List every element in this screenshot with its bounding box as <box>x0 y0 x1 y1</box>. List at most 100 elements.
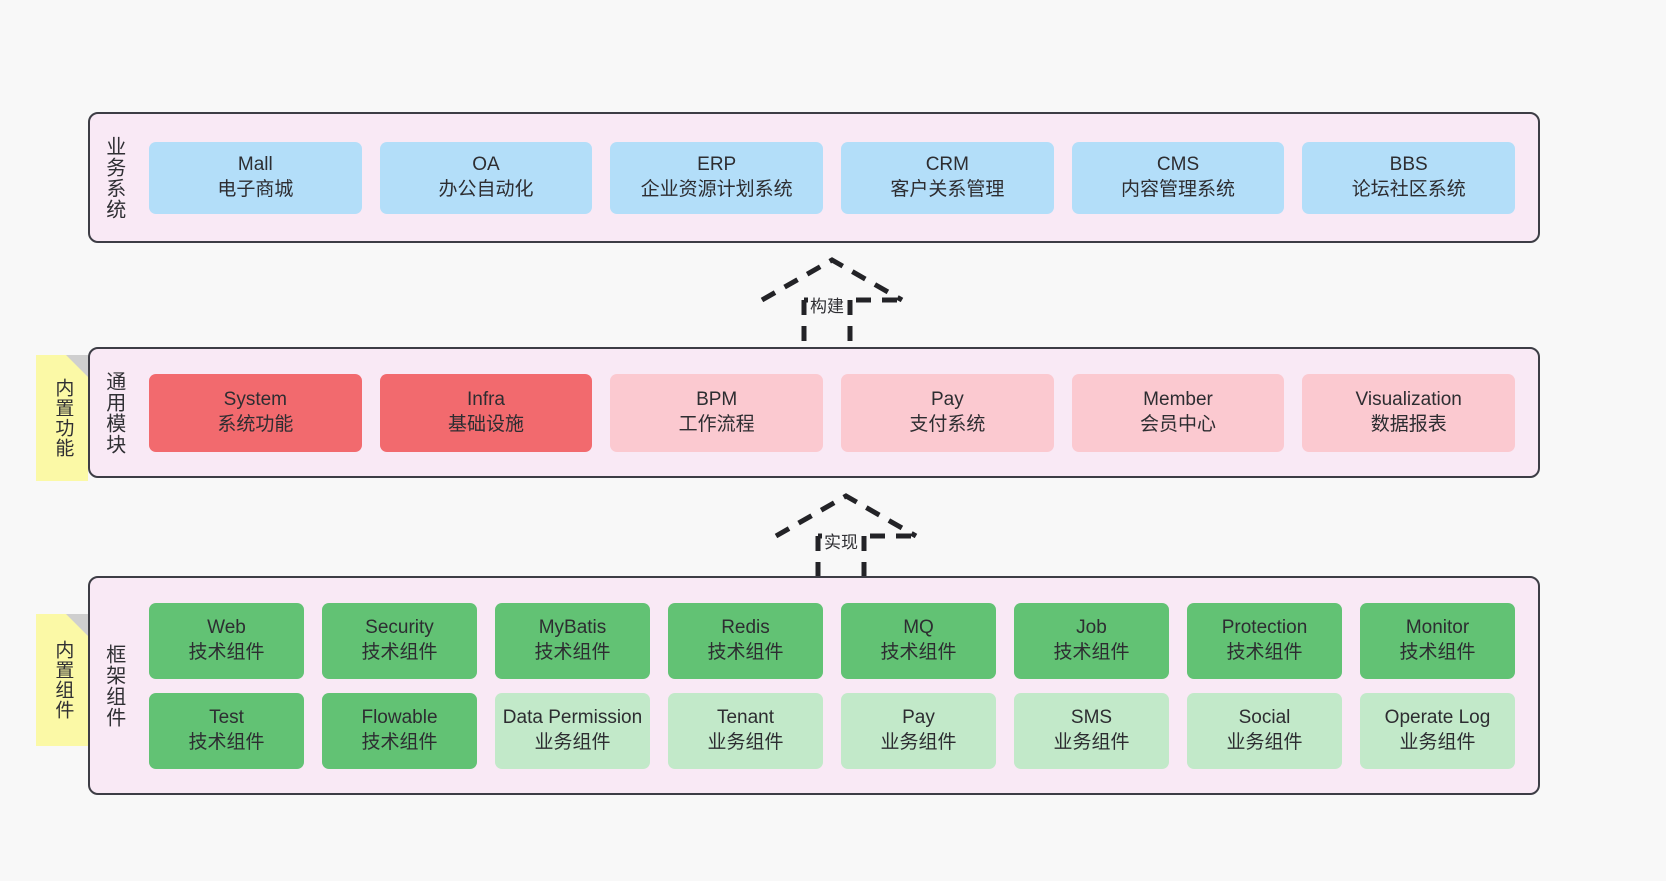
framework-row-business: Test 技术组件 Flowable 技术组件 Data Permission … <box>140 692 1524 769</box>
component-box-monitor[interactable]: Monitor 技术组件 <box>1360 602 1515 679</box>
component-name: Tenant <box>716 707 775 729</box>
component-name: Pay <box>902 707 935 729</box>
component-box-operate-log[interactable]: Operate Log 业务组件 <box>1360 692 1515 769</box>
module-name: System <box>223 389 288 411</box>
component-desc: 业务组件 <box>880 731 957 753</box>
module-desc: 论坛社区系统 <box>1351 178 1466 200</box>
component-desc: 技术组件 <box>188 641 265 663</box>
component-desc: 业务组件 <box>1226 731 1303 753</box>
module-box-crm[interactable]: CRM 客户关系管理 <box>841 141 1054 214</box>
module-desc: 内容管理系统 <box>1121 178 1236 200</box>
module-box-oa[interactable]: OA 办公自动化 <box>379 141 593 214</box>
component-desc: 技术组件 <box>1399 641 1476 663</box>
layer-title-framework-components: 框架组件 <box>102 643 125 728</box>
module-box-cms[interactable]: CMS 内容管理系统 <box>1071 141 1285 214</box>
module-name: Pay <box>930 389 964 411</box>
module-desc: 企业资源计划系统 <box>640 178 793 200</box>
component-name: Flowable <box>361 707 438 729</box>
sticky-note-label: 内置功能 <box>52 378 74 458</box>
component-box-pay[interactable]: Pay 业务组件 <box>841 692 996 769</box>
component-box-data-permission[interactable]: Data Permission 业务组件 <box>495 692 650 769</box>
module-box-mall[interactable]: Mall 电子商城 <box>149 141 362 214</box>
layer-title-business-system: 业务系统 <box>102 135 125 220</box>
module-box-bbs[interactable]: BBS 论坛社区系统 <box>1302 141 1516 214</box>
component-desc: 业务组件 <box>707 731 784 753</box>
component-box-web[interactable]: Web 技术组件 <box>149 602 304 679</box>
component-box-security[interactable]: Security 技术组件 <box>322 602 477 679</box>
layer-body-common-modules: System 系统功能 Infra 基础设施 BPM 工作流程 Pay 支付系统… <box>136 349 1538 476</box>
component-name: MQ <box>903 617 934 639</box>
note-fold-corner-icon <box>66 355 88 377</box>
module-name: BPM <box>696 389 738 411</box>
sticky-note-builtin-features: 内置功能 <box>36 355 88 481</box>
module-desc: 基础设施 <box>448 413 525 435</box>
layer-common-modules: 通用模块 System 系统功能 Infra 基础设施 BPM 工作流程 Pay… <box>88 347 1540 478</box>
component-desc: 技术组件 <box>361 731 438 753</box>
connector-build-icon <box>760 257 904 352</box>
module-box-erp[interactable]: ERP 企业资源计划系统 <box>610 141 824 214</box>
module-name: CRM <box>925 154 969 176</box>
component-desc: 技术组件 <box>534 641 611 663</box>
component-name: Job <box>1076 617 1107 639</box>
module-desc: 系统功能 <box>217 413 294 435</box>
component-box-social[interactable]: Social 业务组件 <box>1187 692 1342 769</box>
module-name: Member <box>1143 389 1213 411</box>
component-box-flowable[interactable]: Flowable 技术组件 <box>322 692 477 769</box>
component-name: Protection <box>1221 617 1308 639</box>
framework-row-technical: Web 技术组件 Security 技术组件 MyBatis 技术组件 Redi… <box>140 602 1524 679</box>
module-desc: 支付系统 <box>909 413 986 435</box>
component-name: Web <box>207 617 246 639</box>
component-box-mybatis[interactable]: MyBatis 技术组件 <box>495 602 650 679</box>
component-name: Monitor <box>1405 617 1470 639</box>
connector-implement-icon <box>774 493 918 588</box>
layer-body-framework-components: Web 技术组件 Security 技术组件 MyBatis 技术组件 Redi… <box>136 578 1538 793</box>
module-desc: 电子商城 <box>217 178 294 200</box>
sticky-note-builtin-components: 内置组件 <box>36 614 88 746</box>
module-box-system[interactable]: System 系统功能 <box>149 373 362 452</box>
component-desc: 业务组件 <box>1399 731 1476 753</box>
component-box-protection[interactable]: Protection 技术组件 <box>1187 602 1342 679</box>
component-box-tenant[interactable]: Tenant 业务组件 <box>668 692 823 769</box>
sticky-note-label: 内置组件 <box>52 640 74 720</box>
component-box-test[interactable]: Test 技术组件 <box>149 692 304 769</box>
module-desc: 办公自动化 <box>438 178 534 200</box>
module-name: CMS <box>1156 154 1200 176</box>
component-desc: 技术组件 <box>707 641 784 663</box>
connector-build-label: 构建 <box>808 292 846 317</box>
component-desc: 业务组件 <box>1053 731 1130 753</box>
module-desc: 工作流程 <box>678 413 755 435</box>
module-desc: 客户关系管理 <box>890 178 1005 200</box>
component-name: SMS <box>1070 707 1113 729</box>
module-box-pay[interactable]: Pay 支付系统 <box>841 373 1054 452</box>
layer-business-system: 业务系统 Mall 电子商城 OA 办公自动化 ERP 企业资源计划系统 CRM… <box>88 112 1540 243</box>
layer-title-common-modules: 通用模块 <box>102 370 125 455</box>
module-name: Mall <box>237 154 273 176</box>
component-desc: 技术组件 <box>1226 641 1303 663</box>
component-box-sms[interactable]: SMS 业务组件 <box>1014 692 1169 769</box>
component-desc: 技术组件 <box>361 641 438 663</box>
module-box-visualization[interactable]: Visualization 数据报表 <box>1302 373 1516 452</box>
component-name: MyBatis <box>538 617 607 639</box>
component-box-job[interactable]: Job 技术组件 <box>1014 602 1169 679</box>
component-name: Social <box>1238 707 1291 729</box>
note-fold-corner-icon <box>66 614 88 636</box>
component-name: Security <box>365 617 434 639</box>
component-name: Operate Log <box>1384 707 1491 729</box>
module-name: BBS <box>1389 154 1428 176</box>
module-name: OA <box>472 154 500 176</box>
connector-implement: 实现 <box>766 488 926 588</box>
connector-implement-label: 实现 <box>822 528 860 553</box>
component-name: Redis <box>721 617 770 639</box>
module-box-member[interactable]: Member 会员中心 <box>1071 373 1285 452</box>
module-box-bpm[interactable]: BPM 工作流程 <box>610 373 824 452</box>
module-name: Infra <box>466 389 506 411</box>
module-name: ERP <box>697 154 737 176</box>
module-box-infra[interactable]: Infra 基础设施 <box>379 373 593 452</box>
component-desc: 业务组件 <box>534 731 611 753</box>
layer-framework-components: 框架组件 Web 技术组件 Security 技术组件 MyBatis 技术组件… <box>88 576 1540 795</box>
component-desc: 技术组件 <box>188 731 265 753</box>
component-box-redis[interactable]: Redis 技术组件 <box>668 602 823 679</box>
module-desc: 数据报表 <box>1370 413 1447 435</box>
module-name: Visualization <box>1355 389 1462 411</box>
component-box-mq[interactable]: MQ 技术组件 <box>841 602 996 679</box>
